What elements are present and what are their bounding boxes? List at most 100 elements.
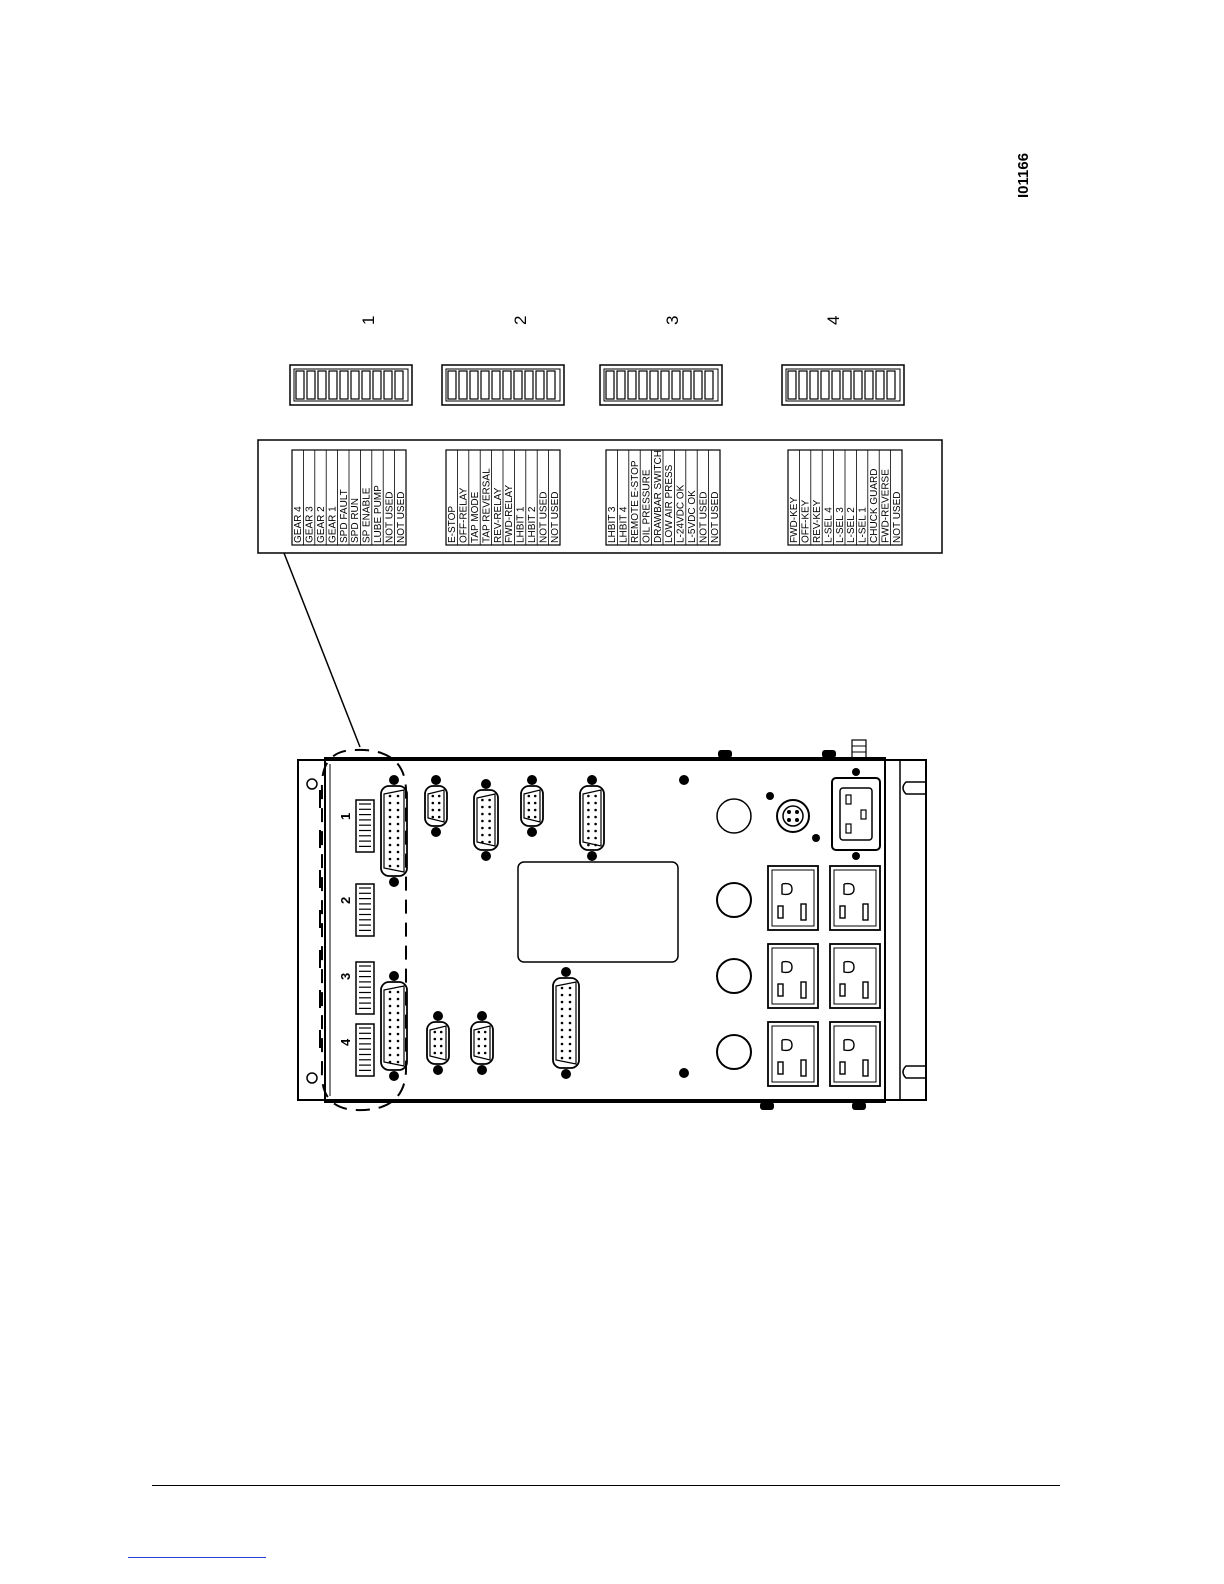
dip-toggle	[469, 370, 479, 400]
switch-label: NOT USED	[710, 492, 721, 544]
label-table-box	[257, 439, 943, 554]
switch-label: L-24VDC OK	[676, 484, 687, 543]
bank-number-2: 2	[511, 316, 530, 325]
switch-label: NOT USED	[892, 492, 903, 544]
dip-toggle	[886, 370, 896, 400]
switch-label: OFF-KEY	[801, 499, 812, 543]
dip-switch-bank-3	[599, 364, 723, 406]
side-bump	[718, 750, 732, 758]
switch-label: LOW AIR PRESS	[664, 464, 675, 543]
ground-stud	[851, 739, 867, 759]
bank-number-1: 1	[359, 316, 378, 325]
switch-label: LHBIT 3	[607, 506, 618, 543]
dip-toggle	[638, 370, 648, 400]
dip-toggle	[372, 370, 382, 400]
dip-toggle	[350, 370, 360, 400]
dsub-connector-15pin	[473, 779, 499, 861]
dip-switch-bank-2	[441, 364, 565, 406]
panel-dip-switch-2	[355, 883, 375, 937]
side-bump	[760, 1102, 774, 1110]
panel-face	[324, 757, 886, 1103]
leader-line	[283, 552, 361, 748]
dip-toggle	[535, 370, 545, 400]
switch-label: LUBE PUMP	[373, 485, 384, 543]
switch-label: GEAR 2	[316, 506, 327, 543]
switch-label: NOT USED	[384, 492, 395, 544]
dip-toggle	[458, 370, 468, 400]
panel-dip-switches	[355, 799, 375, 1077]
switch-label: OIL PRESSURE	[641, 469, 652, 543]
switch-label: L-5VDC OK	[687, 490, 698, 543]
mount-hole	[306, 1072, 318, 1084]
panel-dip-switch-3	[355, 961, 375, 1015]
fuse-holder	[716, 882, 752, 918]
ac-outlet	[829, 1021, 881, 1087]
dip-switch-bank-1	[289, 364, 413, 406]
dip-toggle	[875, 370, 885, 400]
switch-label: CHUCK GUARD	[869, 469, 880, 543]
dsub-connector-9pin	[470, 1011, 494, 1075]
switch-label: GEAR 4	[293, 506, 304, 543]
dip-toggle	[831, 370, 841, 400]
panel-dip-switch-1	[355, 799, 375, 853]
dsub-connector-25pin-top	[380, 775, 408, 887]
side-bump	[852, 1102, 866, 1110]
dsub-connector-9pin	[426, 1011, 450, 1075]
switch-label: REV-RELAY	[493, 487, 504, 543]
switch-label: REMOTE E-STOP	[630, 460, 641, 543]
switch-label: NOT USED	[396, 492, 407, 544]
dip-toggle	[787, 370, 797, 400]
dip-toggle	[649, 370, 659, 400]
dip-toggle	[682, 370, 692, 400]
bank-number-3: 3	[663, 316, 682, 325]
dip-toggle	[798, 370, 808, 400]
dip-toggle	[339, 370, 349, 400]
dsub-connector-25pin-bottom	[380, 971, 408, 1081]
mount-slot	[902, 781, 926, 795]
switch-label: NOT USED	[538, 492, 549, 544]
dip-toggle	[480, 370, 490, 400]
dip-toggle	[513, 370, 523, 400]
panel-bank-number-4: 4	[338, 1038, 353, 1046]
ac-outlets	[767, 865, 881, 1087]
panel-bank-number-1: 1	[338, 813, 353, 820]
dsub-connector-37pin	[552, 967, 580, 1079]
switch-label: NOT USED	[698, 492, 709, 544]
display-window	[517, 861, 679, 963]
dip-toggle	[383, 370, 393, 400]
switch-label: REV-KEY	[812, 499, 823, 543]
figure-id: I01166	[1015, 153, 1032, 198]
footer-link-rule	[128, 1557, 266, 1558]
switch-label: FWD-KEY	[789, 497, 800, 543]
bank-numbers: 1 2 3 4	[359, 316, 843, 325]
switch-label: L-SEL 2	[846, 507, 857, 543]
dip-toggle	[306, 370, 316, 400]
fuse-holder	[716, 798, 752, 834]
footer-rule	[152, 1485, 1060, 1486]
switch-label: LHBIT 2	[527, 506, 538, 543]
switch-label: L-SEL 4	[823, 507, 834, 543]
ac-outlet	[829, 943, 881, 1009]
dip-toggle	[447, 370, 457, 400]
ac-outlet	[767, 943, 819, 1009]
dip-toggle	[853, 370, 863, 400]
dip-toggle	[660, 370, 670, 400]
side-bump	[822, 750, 836, 758]
dsub-connector-15pin	[579, 775, 605, 861]
dip-toggle	[704, 370, 714, 400]
dip-toggle	[546, 370, 556, 400]
bank-number-4: 4	[824, 316, 843, 325]
switch-label: FWD-RELAY	[504, 485, 515, 543]
panel-bank-number-2: 2	[338, 897, 353, 904]
switch-label: FWD-REVERSE	[880, 469, 891, 543]
switch-label: SP ENABLE	[362, 487, 373, 543]
dsub-connector-9pin	[520, 775, 544, 837]
figure-id-text: I01166	[1015, 153, 1032, 198]
